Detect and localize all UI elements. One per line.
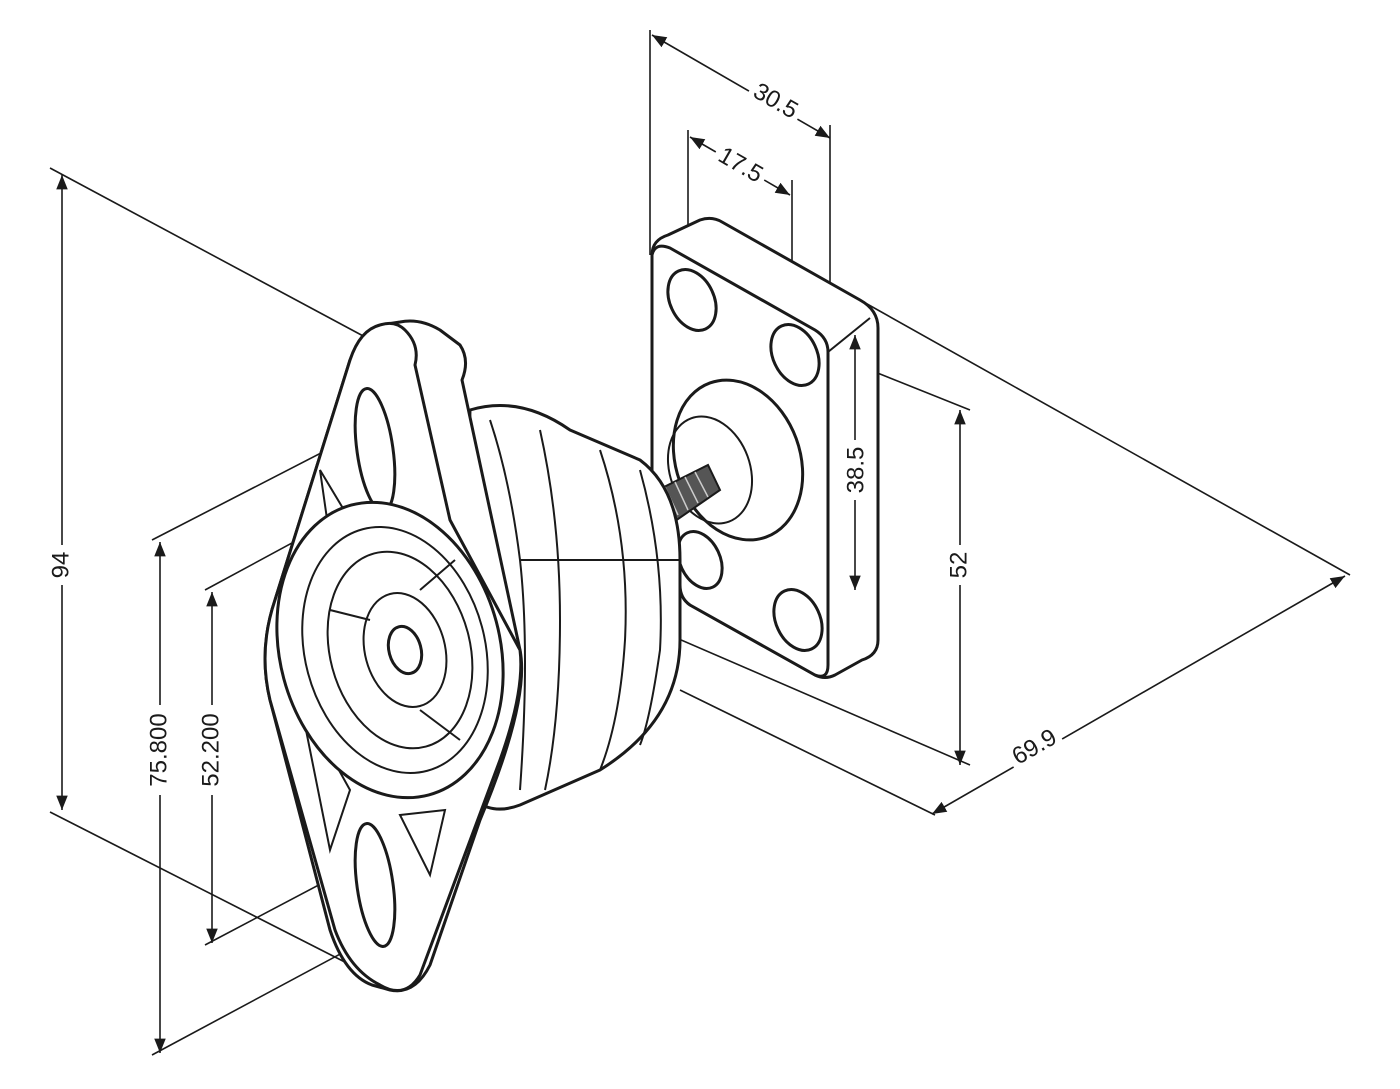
diamond-flange [263,319,524,993]
label-94: 94 [47,552,74,579]
label-38-5: 38.5 [842,447,869,494]
mounting-plate [650,216,880,679]
dim-line-69-9 [931,575,1346,815]
label-52200: 52.200 [197,713,224,786]
label-52: 52 [945,552,972,579]
label-75800: 75.800 [145,713,172,786]
dim-line-30-5 [651,34,831,139]
